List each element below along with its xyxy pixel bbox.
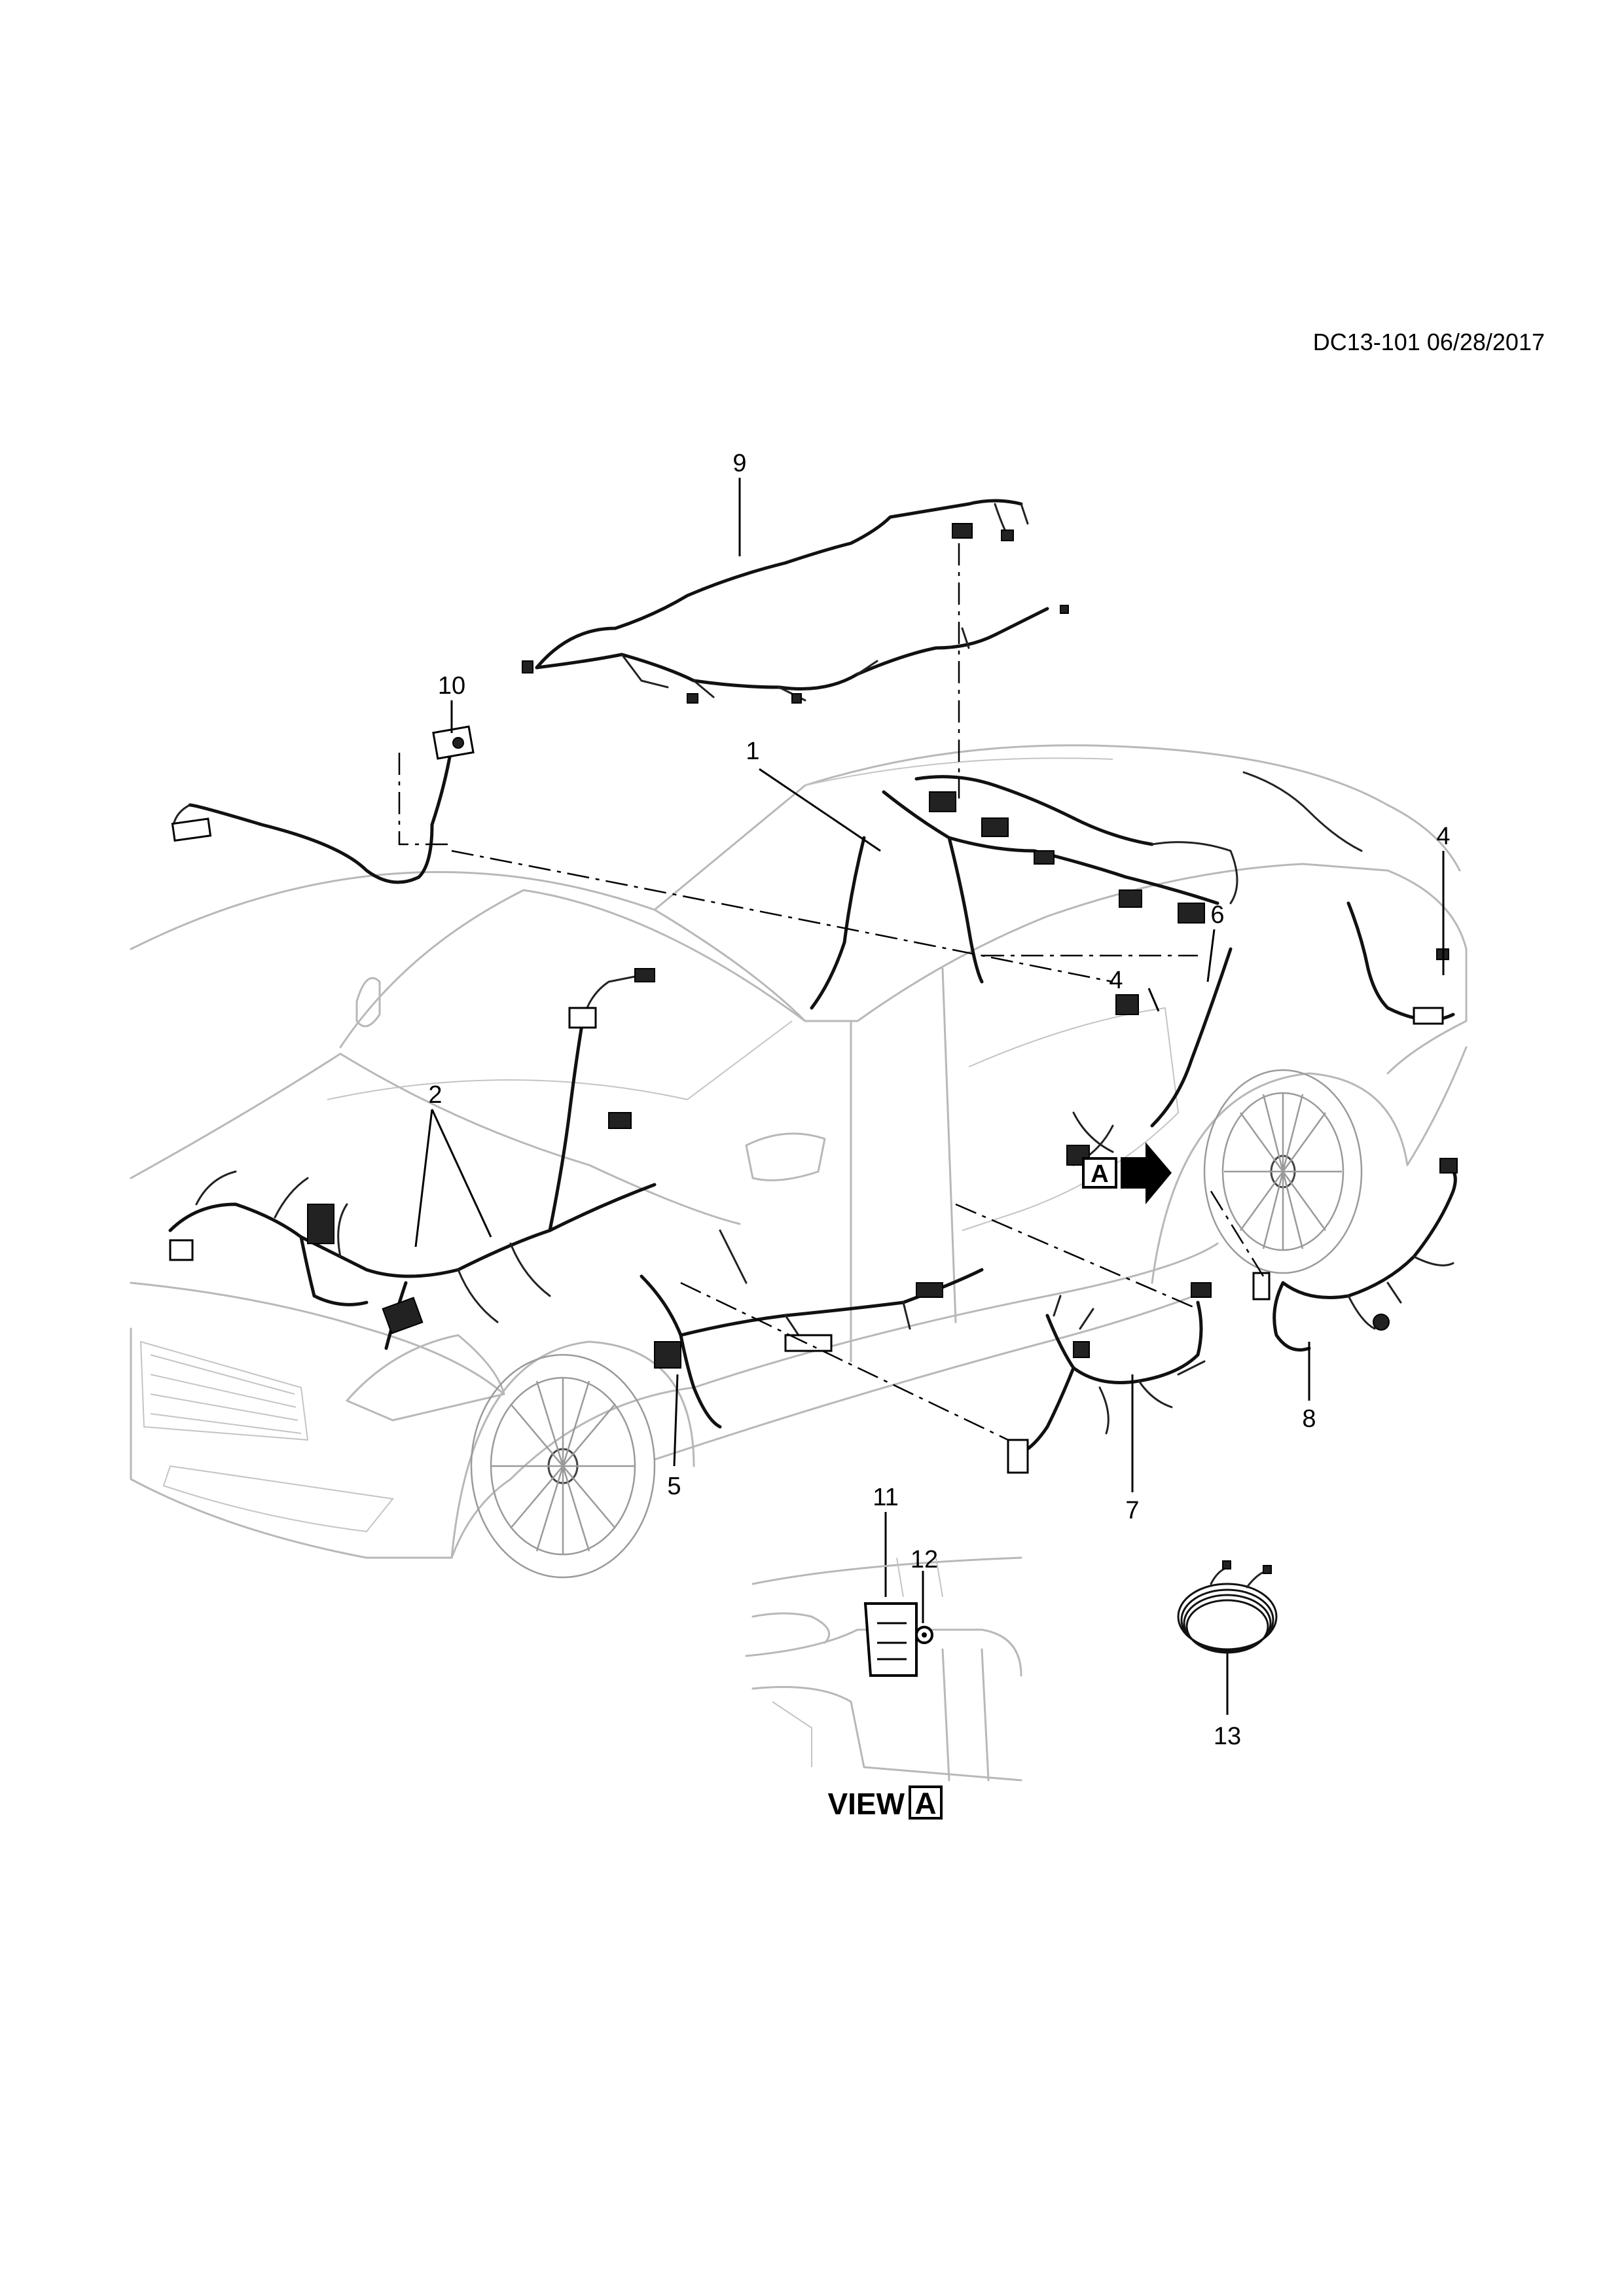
callout-8: 8	[1302, 1405, 1316, 1433]
view-a-detail	[745, 1556, 1022, 1782]
leader-lines	[414, 478, 1445, 1715]
rear-wheel	[1203, 1069, 1363, 1274]
dash-lines	[398, 543, 1265, 1441]
door-harness-7	[1007, 1282, 1212, 1474]
document-id: DC13-101 06/28/2017	[1313, 329, 1545, 355]
callout-13: 13	[1214, 1723, 1241, 1750]
car-body-outline	[130, 744, 1468, 1579]
callout-5: 5	[667, 1473, 681, 1500]
callout-9: 9	[732, 450, 746, 477]
coil-cable-13	[1177, 1560, 1278, 1654]
roof-harness-9	[522, 499, 1069, 704]
rear-harness-6	[1066, 901, 1455, 1166]
view-a-arrow-marker: A	[1082, 1142, 1172, 1204]
instrument-panel-harness-2	[168, 968, 657, 1350]
callout-7: 7	[1125, 1497, 1139, 1524]
callout-4-center: 4	[1109, 967, 1123, 994]
callout-1: 1	[746, 738, 759, 765]
floor-harness-5	[640, 1229, 984, 1429]
callout-2: 2	[428, 1081, 442, 1109]
body-harness-1	[810, 771, 1363, 1010]
callout-4-right: 4	[1436, 823, 1450, 850]
view-a-label: VIEW A	[827, 1785, 943, 1821]
callout-10: 10	[438, 672, 465, 700]
callout-12: 12	[911, 1546, 938, 1573]
callout-6: 6	[1210, 901, 1224, 929]
callout-11: 11	[873, 1484, 898, 1511]
door-harness-8	[1252, 1158, 1458, 1352]
front-wheel	[470, 1354, 656, 1579]
antenna-cable-10	[171, 725, 475, 884]
view-label-text: VIEW	[827, 1787, 905, 1821]
arrow-marker-label: A	[1091, 1160, 1108, 1188]
view-marker-text: A	[914, 1786, 936, 1820]
